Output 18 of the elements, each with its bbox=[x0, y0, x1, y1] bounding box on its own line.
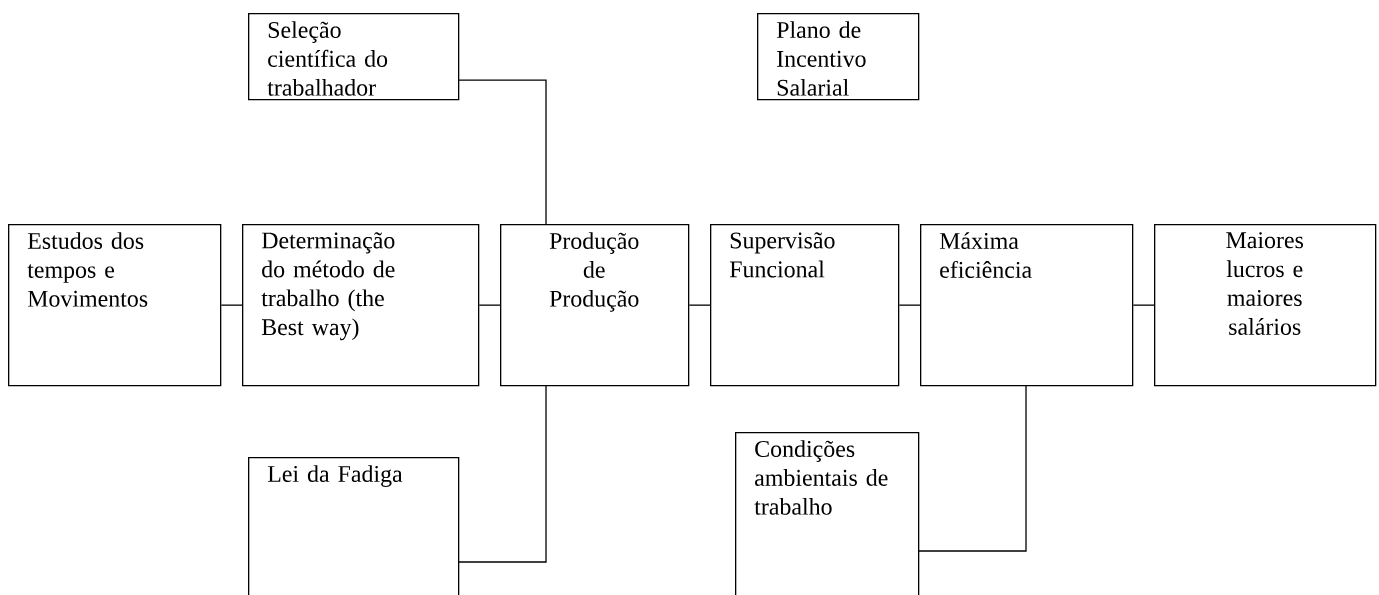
connector-line bbox=[917, 384, 1027, 552]
process-box: Produção de Produção bbox=[500, 224, 690, 387]
connector-line bbox=[457, 384, 547, 563]
process-box: Máxima eficiência bbox=[920, 224, 1134, 387]
connector-line bbox=[220, 304, 243, 306]
process-box: Seleção científica do trabalhador bbox=[248, 13, 460, 101]
process-box: Plano de Incentivo Salarial bbox=[757, 13, 920, 101]
connector-line bbox=[457, 79, 547, 225]
process-box: Supervisão Funcional bbox=[710, 224, 900, 387]
connector-line bbox=[898, 304, 921, 306]
connector-line bbox=[1132, 304, 1155, 306]
connector-line bbox=[688, 304, 711, 306]
process-box: Estudos dos tempos e Movimentos bbox=[8, 224, 222, 387]
process-box: Maiores lucros e maiores salários bbox=[1154, 224, 1377, 387]
process-box: Condições ambientais de trabalho bbox=[735, 432, 920, 595]
connector-line bbox=[478, 304, 501, 306]
process-box: Determinação do método de trabalho (the Best way) bbox=[242, 224, 480, 387]
process-box: Lei da Fadiga bbox=[248, 457, 460, 595]
